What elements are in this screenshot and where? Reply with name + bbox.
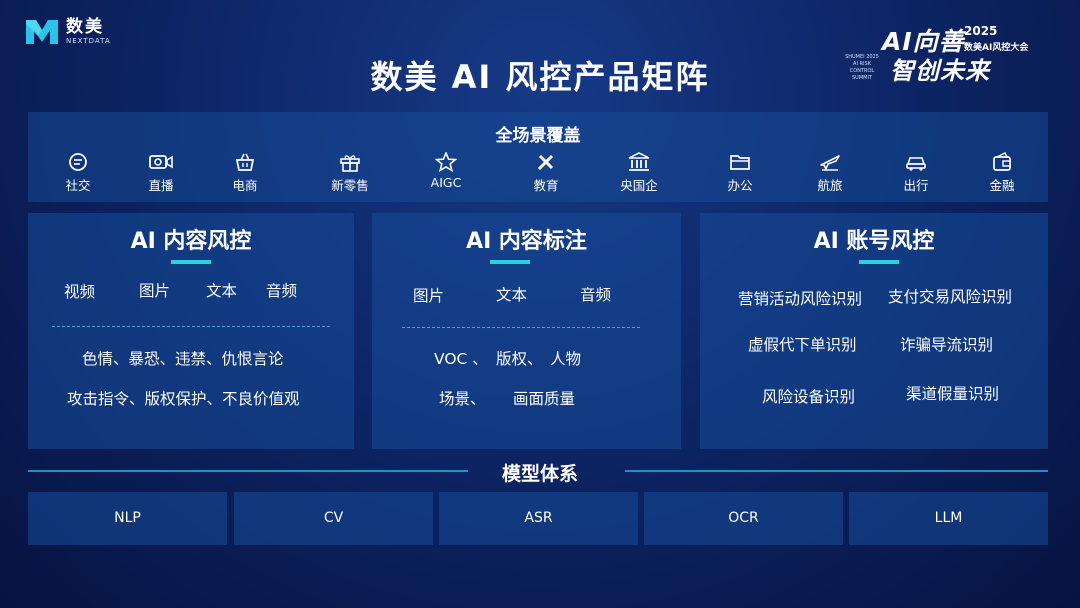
media-tag: 文本 xyxy=(206,282,238,300)
model-ocr: OCR xyxy=(644,492,843,545)
video-camera-icon xyxy=(149,155,173,169)
content-labeling-panel: AI 内容标注 图片 文本 音频 VOC 、 版权、 人物 场景、 画面质量 xyxy=(372,213,681,449)
model-llm: LLM xyxy=(849,492,1048,545)
media-tag: 音频 xyxy=(580,286,612,304)
label-item: 版权、 xyxy=(496,350,543,368)
scenario-item: AIGC xyxy=(411,152,481,190)
scenario-item: 新零售 xyxy=(315,152,385,194)
chat-icon xyxy=(69,153,87,171)
scenario-item: 电商 xyxy=(210,152,280,194)
risk-line: 色情、暴恐、违禁、仇恨言论 xyxy=(82,350,284,368)
content-control-panel: AI 内容风控 视频 图片 文本 音频 色情、暴恐、违禁、仇恨言论 攻击指令、版… xyxy=(28,213,354,449)
account-risk-item: 渠道假量识别 xyxy=(906,385,1000,403)
title-underline xyxy=(490,260,530,264)
divider xyxy=(402,327,640,328)
account-control-panel: AI 账号风控 营销活动风险识别 支付交易风险识别 虚假代下单识别 诈骗导流识别… xyxy=(700,213,1048,449)
shopping-basket-icon xyxy=(235,153,255,171)
content-labeling-title: AI 内容标注 xyxy=(466,229,587,254)
scenarios-panel: 全场景覆盖 社交 直播 电商 新零售 xyxy=(28,112,1048,202)
summit-headline: AI向善 xyxy=(882,27,965,56)
media-tag: 图片 xyxy=(139,282,171,300)
label-item: 场景、 xyxy=(439,390,486,408)
model-asr: ASR xyxy=(439,492,638,545)
account-risk-item: 诈骗导流识别 xyxy=(900,336,994,354)
logo-mark-icon xyxy=(26,20,58,44)
account-control-title: AI 账号风控 xyxy=(813,229,935,254)
model-cv: CV xyxy=(234,492,433,545)
logo-name: 数美 xyxy=(66,17,104,37)
scenario-item: 金融 xyxy=(967,152,1037,194)
scenario-item: 直播 xyxy=(126,152,196,194)
page-title: 数美 AI 风控产品矩阵 xyxy=(370,58,710,96)
media-tag: 音频 xyxy=(266,282,298,300)
scenario-item: 央国企 xyxy=(604,152,674,194)
scenario-item: 教育 xyxy=(511,152,581,194)
media-tag: 图片 xyxy=(413,287,445,305)
divider xyxy=(52,326,330,327)
title-underline xyxy=(859,260,899,264)
summit-badge: AI向善 2025 数美AI风控大会 SHUMEI 2025 AI RISK C… xyxy=(834,20,1044,85)
media-tag: 视频 xyxy=(64,283,96,301)
star-icon xyxy=(435,152,457,172)
account-risk-item: 虚假代下单识别 xyxy=(748,336,857,354)
account-risk-item: 营销活动风险识别 xyxy=(738,290,863,308)
gift-icon xyxy=(340,155,360,172)
brand-logo: 数美 NEXTDATA xyxy=(24,18,111,46)
bank-icon xyxy=(628,152,650,171)
account-risk-item: 风险设备识别 xyxy=(762,388,856,406)
models-title: 模型体系 xyxy=(501,463,578,485)
summit-event: 数美AI风控大会 xyxy=(964,43,1029,53)
scenario-item: 社交 xyxy=(43,152,113,194)
scenarios-title: 全场景覆盖 xyxy=(495,126,581,146)
airplane-icon xyxy=(820,155,840,171)
pencil-ruler-icon xyxy=(537,154,554,171)
media-tag: 文本 xyxy=(496,286,528,304)
title-underline xyxy=(171,260,211,264)
section-divider-right xyxy=(625,470,1048,472)
scenario-item: 出行 xyxy=(881,152,951,194)
label-item: 人物 xyxy=(550,350,582,368)
content-control-title: AI 内容风控 xyxy=(130,229,252,254)
label-item: 画面质量 xyxy=(513,390,576,408)
summit-small-text: SHUMEI 2025 AI RISK CONTROL SUMMIT xyxy=(845,54,879,81)
scenario-item: 航旅 xyxy=(795,152,865,194)
logo-subtitle: NEXTDATA xyxy=(66,37,111,45)
wallet-icon xyxy=(993,152,1011,171)
section-divider-left xyxy=(28,470,468,472)
summit-year: 2025 xyxy=(964,24,998,38)
model-nlp: NLP xyxy=(28,492,227,545)
summit-slogan: 智创未来 xyxy=(890,57,990,85)
label-item: VOC 、 xyxy=(434,350,488,368)
scenario-item: 办公 xyxy=(705,152,775,194)
risk-line: 攻击指令、版权保护、不良价值观 xyxy=(67,390,300,408)
account-risk-item: 支付交易风险识别 xyxy=(888,288,1013,306)
car-icon xyxy=(906,157,926,171)
folder-icon xyxy=(730,155,750,170)
